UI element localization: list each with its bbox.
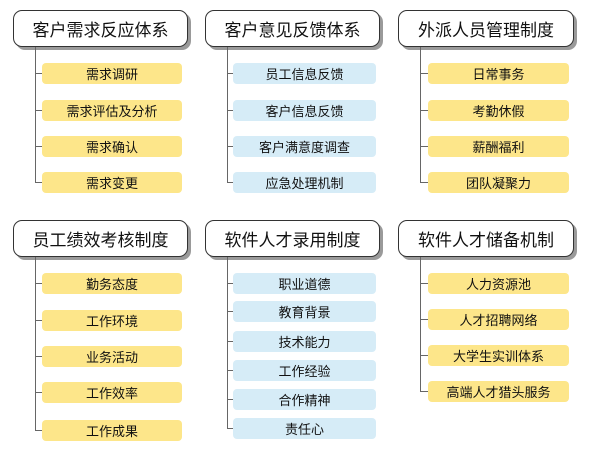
list-item: 需求变更 — [42, 172, 182, 193]
connector-branch — [35, 182, 42, 183]
list-item: 人才招聘网络 — [428, 309, 569, 330]
connector-branch — [227, 182, 233, 183]
list-item: 客户满意度调查 — [233, 136, 376, 157]
list-item: 应急处理机制 — [233, 172, 376, 193]
list-item: 技术能力 — [233, 331, 376, 352]
list-item: 团队凝聚力 — [428, 172, 569, 193]
list-item: 需求调研 — [42, 63, 182, 84]
connector-branch — [420, 182, 428, 183]
connector-branch — [227, 311, 233, 312]
connector-trunk — [420, 47, 421, 182]
group-title: 软件人才录用制度 — [205, 220, 380, 257]
connector-branch — [35, 430, 42, 431]
connector-branch — [227, 73, 233, 74]
list-item: 大学生实训体系 — [428, 345, 569, 366]
list-item: 高端人才猎头服务 — [428, 381, 569, 402]
list-item: 教育背景 — [233, 301, 376, 322]
list-item: 人力资源池 — [428, 273, 569, 294]
connector-branch — [227, 110, 233, 111]
connector-branch — [227, 341, 233, 342]
connector-branch — [35, 320, 42, 321]
list-item: 职业道德 — [233, 273, 376, 294]
group-title: 员工绩效考核制度 — [13, 220, 188, 257]
list-item: 需求评估及分析 — [42, 100, 182, 121]
group-title: 客户需求反应体系 — [13, 10, 188, 47]
list-item: 工作环境 — [42, 310, 182, 331]
connector-branch — [227, 370, 233, 371]
connector-branch — [35, 146, 42, 147]
list-item: 勤务态度 — [42, 273, 182, 294]
connector-branch — [227, 146, 233, 147]
connector-branch — [227, 283, 233, 284]
connector-trunk — [227, 257, 228, 428]
list-item: 工作成果 — [42, 420, 182, 441]
list-item: 考勤休假 — [428, 100, 569, 121]
list-item: 日常事务 — [428, 63, 569, 84]
list-item: 需求确认 — [42, 136, 182, 157]
connector-branch — [35, 392, 42, 393]
connector-branch — [227, 399, 233, 400]
connector-branch — [420, 319, 428, 320]
connector-branch — [420, 391, 428, 392]
connector-branch — [420, 146, 428, 147]
group-title: 外派人员管理制度 — [398, 10, 574, 47]
connector-trunk — [420, 257, 421, 391]
connector-trunk — [35, 47, 36, 182]
list-item: 客户信息反馈 — [233, 100, 376, 121]
list-item: 责任心 — [233, 418, 376, 439]
list-item: 薪酬福利 — [428, 136, 569, 157]
connector-branch — [35, 73, 42, 74]
list-item: 业务活动 — [42, 346, 182, 367]
connector-trunk — [35, 257, 36, 430]
list-item: 员工信息反馈 — [233, 63, 376, 84]
connector-branch — [420, 110, 428, 111]
connector-branch — [35, 356, 42, 357]
list-item: 工作效率 — [42, 382, 182, 403]
connector-branch — [420, 283, 428, 284]
connector-branch — [35, 110, 42, 111]
connector-trunk — [227, 47, 228, 182]
group-title: 客户意见反馈体系 — [205, 10, 380, 47]
group-title: 软件人才储备机制 — [398, 220, 574, 257]
connector-branch — [227, 428, 233, 429]
list-item: 工作经验 — [233, 360, 376, 381]
list-item: 合作精神 — [233, 389, 376, 410]
connector-branch — [420, 355, 428, 356]
connector-branch — [35, 283, 42, 284]
connector-branch — [420, 73, 428, 74]
